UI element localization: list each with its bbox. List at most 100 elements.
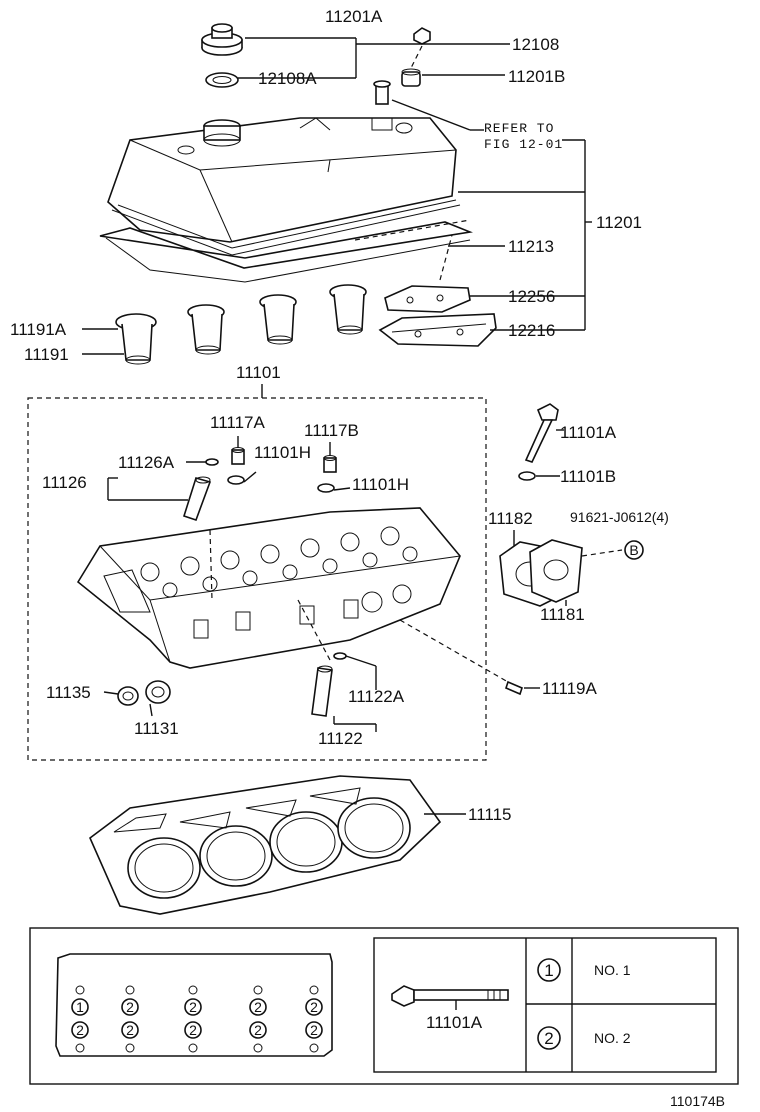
bolt-mark-number: 2 xyxy=(126,1022,134,1038)
legend-mark-1-text: 1 xyxy=(544,961,553,980)
filler-cap-gasket xyxy=(205,72,239,88)
oil-filler-cap xyxy=(201,23,243,56)
bolt-mark-number: 2 xyxy=(189,999,197,1015)
bolt-hole xyxy=(125,1043,135,1053)
label-11131: 11131 xyxy=(134,719,179,738)
bolt-mark-number: 2 xyxy=(254,999,262,1015)
label-bolt-11101A: 11101A xyxy=(426,1013,483,1032)
label-11201B: 11201B xyxy=(508,67,565,86)
gasket-11101H-b xyxy=(317,483,335,493)
legend-box xyxy=(29,927,739,1085)
label-11191A: 11191A xyxy=(10,320,67,339)
spark-plug-tube-3 xyxy=(259,294,297,345)
head-gasket-11115 xyxy=(89,775,442,915)
label-11119A: 11119A xyxy=(542,679,597,698)
label-11126: 11126 xyxy=(42,473,87,492)
bolt-mark-number: 2 xyxy=(310,1022,318,1038)
bolt-mark-circle xyxy=(305,1021,323,1039)
bolt-mark-number: 2 xyxy=(254,1022,262,1038)
label-11201: 11201 xyxy=(596,213,642,232)
bolt-hole xyxy=(253,1043,263,1053)
bolt-hole xyxy=(309,1043,319,1053)
washer-11101B xyxy=(518,471,536,481)
gasket-11182 xyxy=(529,539,583,603)
valve-guide-11122 xyxy=(311,665,333,717)
spark-plug-tube-1 xyxy=(115,313,157,365)
legend-no-1: NO. 1 xyxy=(594,962,631,978)
cap-nut-11201A xyxy=(413,27,431,45)
marker-b-letter: B xyxy=(629,542,638,558)
bolt-mark-circle xyxy=(249,998,267,1016)
pcv-valve xyxy=(373,80,391,105)
bolt-hole xyxy=(75,1043,85,1053)
cylinder-head-cover xyxy=(107,117,461,256)
baffle-plate-12256 xyxy=(384,285,471,313)
label-12108A: 12108A xyxy=(258,69,317,88)
label-11122A: 11122A xyxy=(348,687,405,706)
cover-gasket-11213 xyxy=(99,221,473,283)
bolt-mark-circle xyxy=(71,998,89,1016)
seal-11135 xyxy=(117,686,139,706)
gasket-11101H-a xyxy=(227,475,245,485)
bolt-mark-number: 2 xyxy=(310,999,318,1015)
legend-mark-2-text: 2 xyxy=(544,1029,553,1048)
bolt-mark-circle xyxy=(305,998,323,1016)
bolt-mark-circle xyxy=(71,1021,89,1039)
grommet-11201B xyxy=(401,68,421,87)
label-91621: 91621-J0612(4) xyxy=(570,509,669,525)
bolt-mark-circle xyxy=(121,998,139,1016)
label-11101A: 11101A xyxy=(560,423,617,442)
label-11213: 11213 xyxy=(508,237,554,256)
bolt-mark-circle xyxy=(184,1021,202,1039)
bolt-type-table xyxy=(373,937,717,1073)
label-11115: 11115 xyxy=(468,805,512,824)
label-refer-fig: FIG 12-01 xyxy=(484,137,563,152)
bolt-mark-number: 1 xyxy=(76,999,84,1015)
bolt-hole xyxy=(188,985,198,995)
label-11101H-a: 11101H xyxy=(254,443,311,462)
label-12108: 12108 xyxy=(512,35,559,54)
bolt-drawing xyxy=(391,985,509,1010)
label-11126A: 11126A xyxy=(118,453,175,472)
bolt-mark-number: 2 xyxy=(189,1022,197,1038)
label-11117A: 11117A xyxy=(210,413,265,432)
label-12256: 12256 xyxy=(508,287,555,306)
bolt-hole xyxy=(188,1043,198,1053)
cylinder-head xyxy=(76,507,461,669)
bolt-mark-circle xyxy=(249,1021,267,1039)
legend-mark-1 xyxy=(537,958,561,982)
label-11117B: 11117B xyxy=(304,421,359,440)
bolt-mark-number: 2 xyxy=(126,999,134,1015)
spark-plug-tube-2 xyxy=(187,304,225,355)
label-refer-to: REFER TO xyxy=(484,121,554,136)
label-11191: 11191 xyxy=(24,345,69,364)
label-11201A: 11201A xyxy=(325,7,383,26)
seal-11131 xyxy=(145,680,171,704)
bolt-hole xyxy=(309,985,319,995)
head-bolt-11101A xyxy=(524,403,559,463)
legend-no-2: NO. 2 xyxy=(594,1030,631,1046)
plug-11117A xyxy=(231,447,245,465)
marker-b xyxy=(624,540,644,560)
cylinder-head-group-box xyxy=(27,397,487,761)
plug-11117B xyxy=(323,455,337,473)
label-11135: 11135 xyxy=(46,683,91,702)
bolt-mark-circle xyxy=(121,1021,139,1039)
label-11101B: 11101B xyxy=(560,467,616,486)
spark-plug-tube-4 xyxy=(329,284,367,335)
label-11101H-b: 11101H xyxy=(352,475,409,494)
figure-id: 110174B xyxy=(670,1093,725,1109)
pin-11119A xyxy=(505,680,523,696)
ring-11122A xyxy=(333,652,347,660)
bolt-mark-circle xyxy=(184,998,202,1016)
bolt-hole xyxy=(125,985,135,995)
label-11181: 11181 xyxy=(540,605,585,624)
bolt-hole xyxy=(75,985,85,995)
legend-mark-2 xyxy=(537,1026,561,1050)
label-12216: 12216 xyxy=(508,321,555,340)
baffle-plate-12216 xyxy=(378,313,497,347)
valve-guide-11126 xyxy=(183,476,212,522)
label-11101: 11101 xyxy=(236,363,281,382)
